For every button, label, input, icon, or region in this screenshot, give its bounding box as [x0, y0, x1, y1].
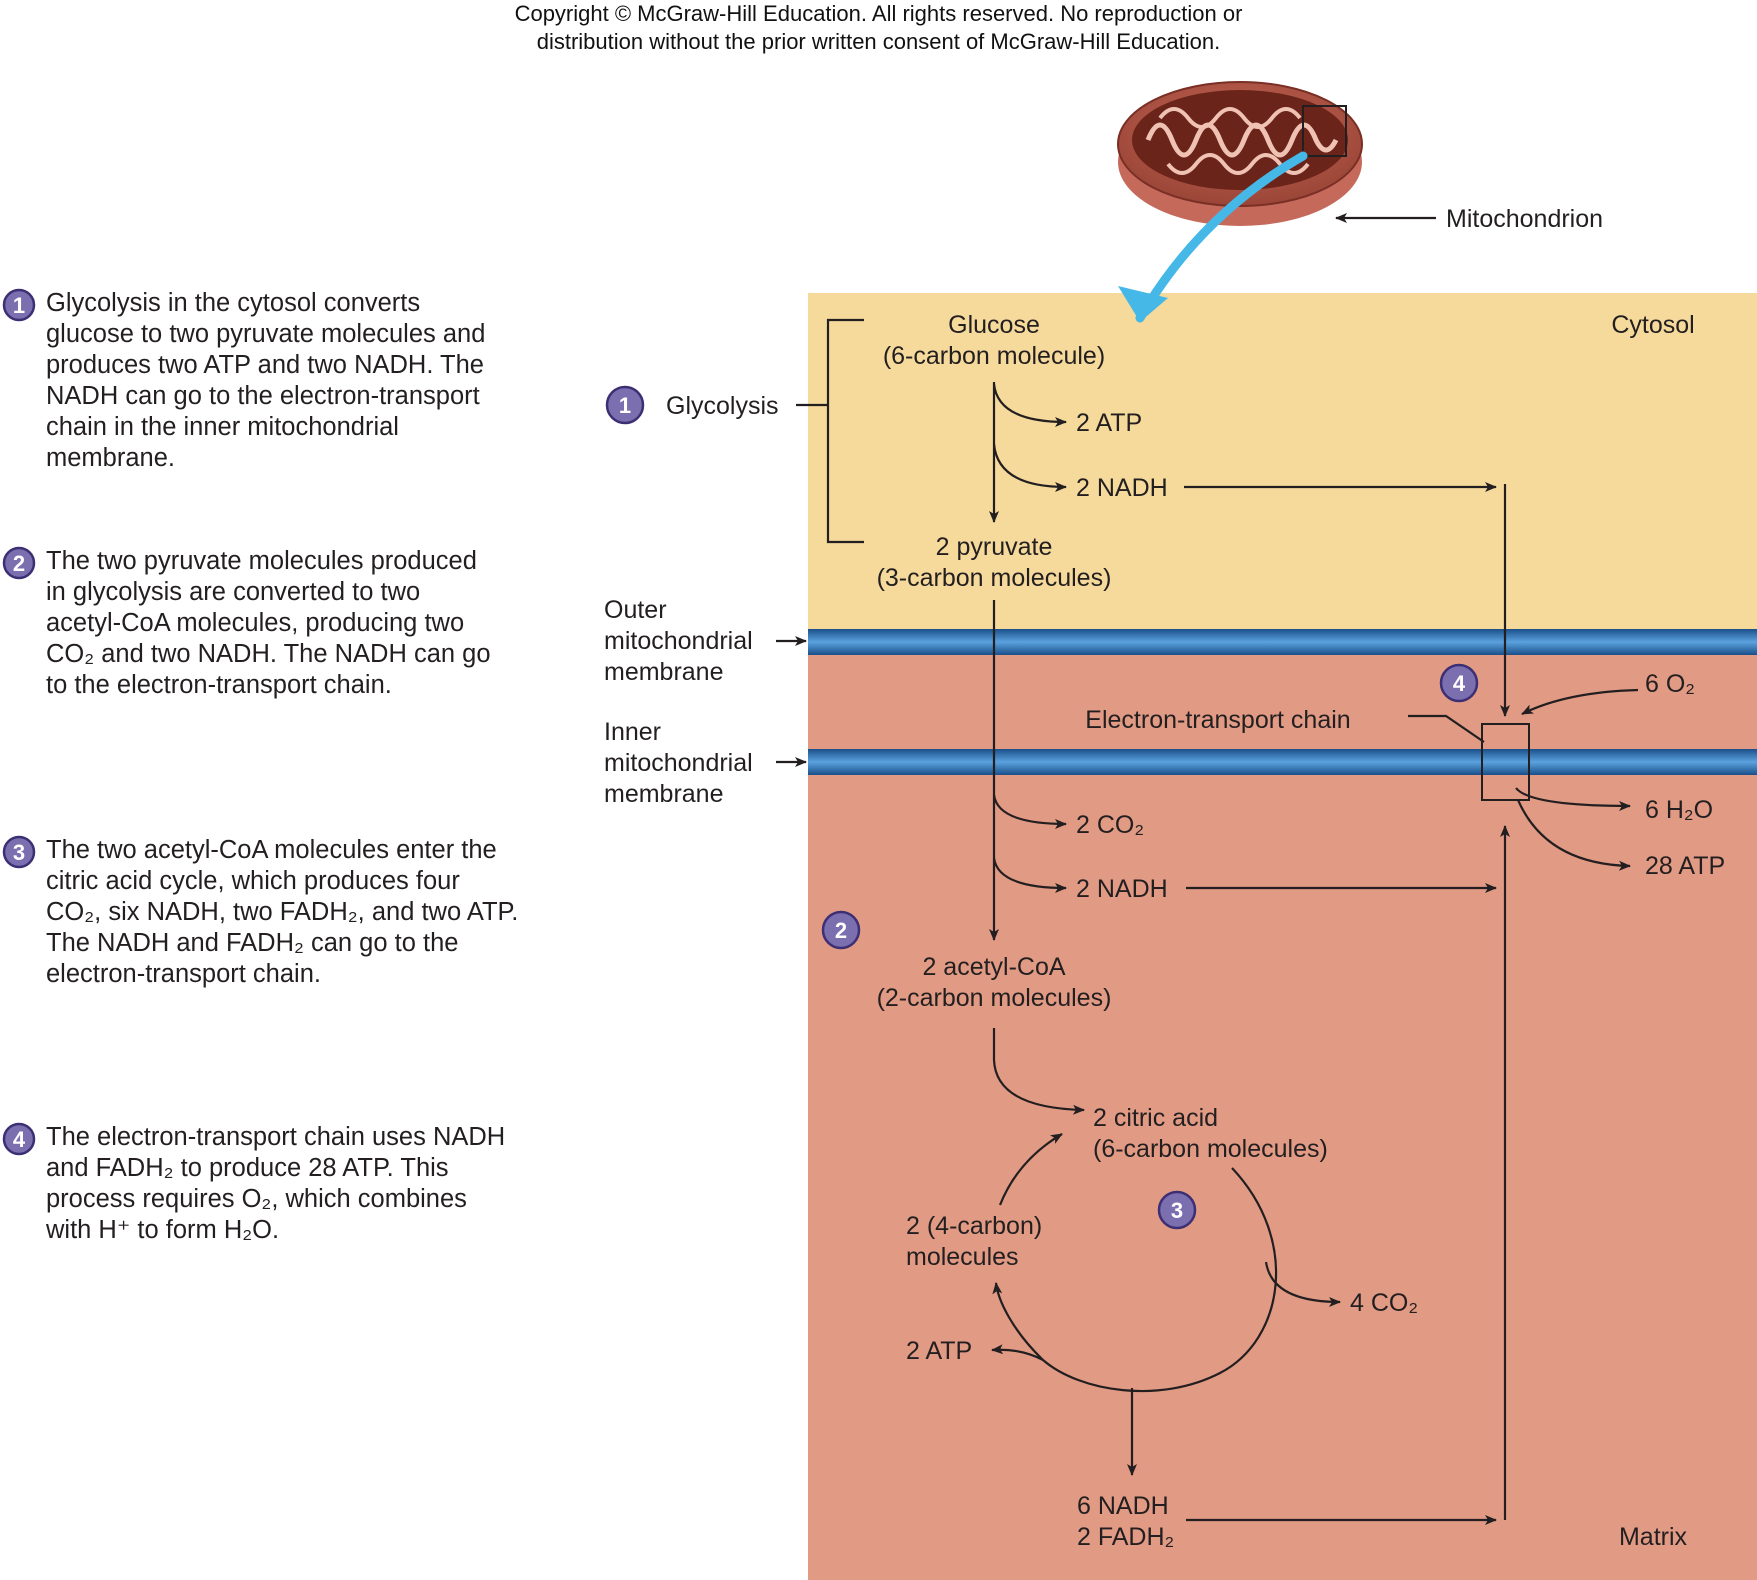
svg-text:1: 1: [13, 293, 25, 318]
etc-label: Electron-transport chain: [1085, 706, 1350, 734]
acetyl-coa-label: 2 acetyl-CoA (2-carbon molecules): [877, 953, 1112, 1012]
mitochondrion-label: Mitochondrion: [1446, 205, 1603, 233]
etc-leader: [1408, 714, 1485, 743]
h2o-arrow: [1515, 787, 1631, 811]
glycolysis-bracket: [796, 318, 864, 544]
mitochondrion-illustration: [1117, 81, 1363, 226]
link-nadh-arrow: [992, 857, 1067, 893]
cycle-left-arc: [992, 1282, 1044, 1361]
cycle-co2-arrow: [1264, 1261, 1341, 1307]
svg-text:Glucose: Glucose: [948, 311, 1040, 339]
nadh-fadh2-label: 6 NADH 2 FADH₂: [1077, 1492, 1174, 1551]
o2-arrow: [1521, 688, 1639, 715]
svg-text:1: 1: [619, 393, 631, 418]
svg-text:mitochondrial: mitochondrial: [604, 627, 753, 655]
step-4-badge: 4: [2, 1122, 36, 1156]
step-3-text: The two acetyl-CoA molecules enter the c…: [46, 836, 519, 988]
glucose-label: Glucose (6-carbon molecule): [883, 311, 1105, 370]
link-nadh-label: 2 NADH: [1076, 875, 1168, 903]
svg-text:(6-carbon molecule): (6-carbon molecule): [883, 342, 1105, 370]
cytosol-region: [808, 293, 1757, 630]
svg-text:3: 3: [13, 840, 25, 865]
four-carbon-label: 2 (4-carbon) molecules: [906, 1212, 1042, 1271]
svg-text:(6-carbon molecules): (6-carbon molecules): [1093, 1135, 1328, 1163]
cycle-right-arc: [1042, 1167, 1278, 1393]
step-1-description: 1 Glycolysis in the cytosol converts glu…: [0, 288, 560, 474]
svg-text:Inner: Inner: [604, 718, 661, 746]
copyright-line-1: Copyright © McGraw-Hill Education. All r…: [514, 1, 1243, 26]
svg-text:membrane: membrane: [604, 658, 724, 686]
zoom-pointer-arrowhead: [1118, 286, 1168, 322]
step-4-text: The electron-transport chain uses NADH a…: [46, 1123, 506, 1244]
svg-text:(2-carbon molecules): (2-carbon molecules): [877, 984, 1112, 1012]
step-3-description: 3 The two acetyl-CoA molecules enter the…: [0, 835, 560, 990]
outer-mitochondrial-membrane: [808, 629, 1757, 655]
step-3-badge: 3: [2, 835, 36, 869]
zoom-pointer-arrow: [1135, 151, 1308, 323]
svg-text:4: 4: [13, 1127, 26, 1152]
svg-text:2 pyruvate: 2 pyruvate: [936, 533, 1053, 561]
etc-atp-arrow: [1516, 799, 1631, 871]
h2o-label: 6 H₂O: [1645, 796, 1713, 824]
four-carbon-to-citric-arrow: [998, 1133, 1063, 1206]
copyright-line-2: distribution without the prior written c…: [536, 29, 1221, 54]
link-co2-arrow: [992, 794, 1067, 829]
cytosol-label: Cytosol: [1611, 311, 1694, 339]
citric-acid-label: 2 citric acid (6-carbon molecules): [1093, 1104, 1328, 1163]
etc-atp-label: 28 ATP: [1645, 852, 1725, 880]
matrix-region: [808, 630, 1757, 1580]
link-reaction-badge: 2: [821, 910, 861, 950]
step-1-badge: 1: [2, 288, 36, 322]
svg-text:2 acetyl-CoA: 2 acetyl-CoA: [922, 953, 1065, 981]
step-2-description: 2 The two pyruvate molecules produced in…: [0, 546, 560, 701]
svg-text:2: 2: [13, 551, 25, 576]
svg-text:2 FADH₂: 2 FADH₂: [1077, 1523, 1174, 1551]
etc-box: [1481, 723, 1530, 801]
glycolysis-label: Glycolysis: [666, 392, 779, 420]
svg-text:3: 3: [1171, 1198, 1183, 1223]
svg-text:(3-carbon molecules): (3-carbon molecules): [877, 564, 1112, 592]
svg-text:mitochondrial: mitochondrial: [604, 749, 753, 777]
cycle-atp-label: 2 ATP: [906, 1337, 972, 1365]
zoom-box: [1302, 105, 1347, 157]
cycle-atp-arrow: [991, 1344, 1044, 1361]
step-1-text: Glycolysis in the cytosol converts gluco…: [46, 289, 486, 472]
acetyl-to-citric-arrow: [992, 1028, 1085, 1115]
step-2-badge: 2: [2, 546, 36, 580]
svg-text:molecules: molecules: [906, 1243, 1019, 1271]
step-2-text: The two pyruvate molecules produced in g…: [46, 547, 491, 699]
step-4-description: 4 The electron-transport chain uses NADH…: [0, 1122, 560, 1246]
svg-text:2: 2: [835, 918, 847, 943]
o2-label: 6 O₂: [1645, 670, 1695, 698]
svg-text:6 NADH: 6 NADH: [1077, 1492, 1169, 1520]
pyruvate-label: 2 pyruvate (3-carbon molecules): [877, 533, 1112, 592]
matrix-label: Matrix: [1619, 1523, 1688, 1551]
outer-membrane-label: Outer mitochondrial membrane: [604, 596, 753, 686]
copyright-notice: Copyright © McGraw-Hill Education. All r…: [0, 0, 1757, 56]
glycolysis-atp-label: 2 ATP: [1076, 409, 1142, 437]
glycolysis-nadh-arrow: [992, 443, 1067, 492]
svg-text:2 citric acid: 2 citric acid: [1093, 1104, 1218, 1132]
glycolysis-badge: 1: [605, 385, 645, 425]
svg-text:Outer: Outer: [604, 596, 667, 624]
inner-membrane-label: Inner mitochondrial membrane: [604, 718, 753, 808]
link-co2-label: 2 CO₂: [1076, 811, 1144, 839]
glycolysis-atp-arrow: [992, 383, 1067, 427]
etc-badge: 4: [1439, 663, 1479, 703]
citric-cycle-badge: 3: [1157, 1190, 1197, 1230]
svg-text:4: 4: [1453, 671, 1466, 696]
inner-mitochondrial-membrane: [808, 749, 1757, 775]
glycolysis-nadh-label: 2 NADH: [1076, 474, 1168, 502]
svg-text:2 (4-carbon): 2 (4-carbon): [906, 1212, 1042, 1240]
svg-text:membrane: membrane: [604, 780, 724, 808]
cycle-co2-label: 4 CO₂: [1350, 1289, 1418, 1317]
